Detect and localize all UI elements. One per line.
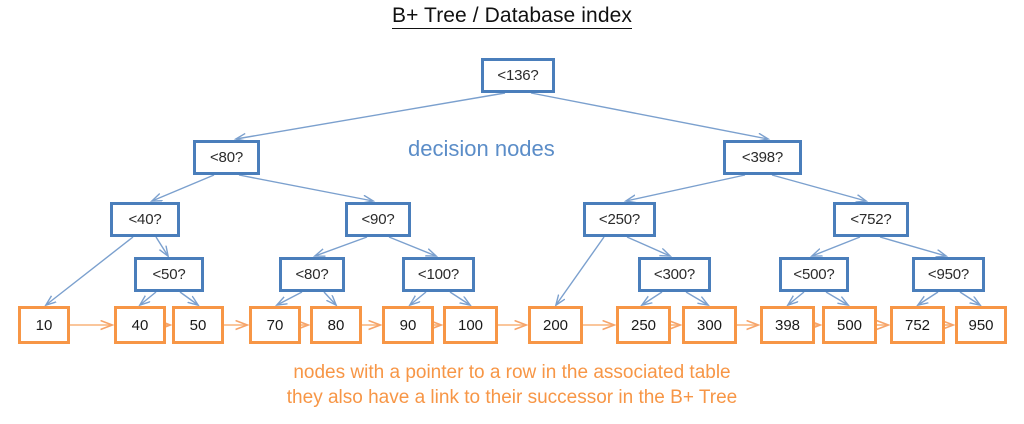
tree-edge	[155, 236, 168, 256]
decision-node[interactable]: <500?	[779, 257, 849, 292]
tree-edge	[825, 291, 848, 305]
leaf-caption: nodes with a pointer to a row in the ass…	[0, 360, 1024, 410]
decision-node[interactable]: <80?	[279, 257, 345, 292]
leaf-node[interactable]: 80	[310, 306, 362, 344]
tree-edge	[626, 236, 670, 256]
page-title: B+ Tree / Database index	[0, 4, 1024, 29]
tree-edge	[449, 291, 470, 305]
leaf-node[interactable]: 500	[822, 306, 877, 344]
decision-node[interactable]: <80?	[193, 140, 260, 175]
leaf-node[interactable]: 10	[18, 306, 70, 344]
decision-node[interactable]: <752?	[833, 202, 909, 237]
tree-edge	[410, 291, 427, 305]
leaf-node[interactable]: 100	[443, 306, 498, 344]
caption-line-1: nodes with a pointer to a row in the ass…	[293, 362, 731, 383]
leaf-node[interactable]: 70	[249, 306, 301, 344]
decision-node[interactable]: <100?	[402, 257, 475, 292]
decision-node[interactable]: <300?	[638, 257, 711, 292]
leaf-node[interactable]: 250	[616, 306, 671, 344]
tree-edge	[277, 291, 303, 305]
tree-edge	[812, 236, 861, 256]
tree-edge	[771, 174, 866, 201]
leaf-node[interactable]: 398	[760, 306, 815, 344]
tree-edge	[556, 236, 605, 305]
decision-node[interactable]: <950?	[912, 257, 985, 292]
decision-node[interactable]: <50?	[134, 257, 204, 292]
page-title-text: B+ Tree / Database index	[392, 4, 632, 29]
leaf-node[interactable]: 300	[682, 306, 737, 344]
tree-edge	[152, 174, 215, 201]
tree-edge	[959, 291, 980, 305]
leaf-node[interactable]: 752	[890, 306, 945, 344]
tree-edge	[323, 291, 336, 305]
leaf-node[interactable]: 50	[172, 306, 224, 344]
tree-edge	[642, 291, 663, 305]
tree-edge	[388, 236, 436, 256]
leaf-node[interactable]: 90	[382, 306, 434, 344]
tree-edge	[626, 174, 746, 201]
leaf-node[interactable]: 40	[114, 306, 166, 344]
tree-edge	[918, 291, 939, 305]
tree-edge	[530, 92, 768, 139]
decision-node[interactable]: <136?	[481, 58, 555, 93]
leaf-node[interactable]: 200	[528, 306, 583, 344]
tree-edge	[879, 236, 946, 256]
decision-nodes-label: decision nodes	[408, 136, 555, 161]
tree-edge	[315, 236, 368, 256]
tree-edge	[140, 291, 157, 305]
tree-edge	[788, 291, 805, 305]
caption-line-2: they also have a link to their successor…	[286, 387, 738, 408]
decision-node[interactable]: <40?	[110, 202, 180, 237]
decision-node[interactable]: <90?	[345, 202, 411, 237]
tree-edge	[685, 291, 708, 305]
tree-edge	[179, 291, 198, 305]
tree-edge	[238, 174, 373, 201]
leaf-node[interactable]: 950	[955, 306, 1007, 344]
tree-edge	[236, 92, 506, 139]
decision-node[interactable]: <398?	[723, 140, 802, 175]
decision-node[interactable]: <250?	[583, 202, 656, 237]
tree-edge	[46, 236, 134, 305]
